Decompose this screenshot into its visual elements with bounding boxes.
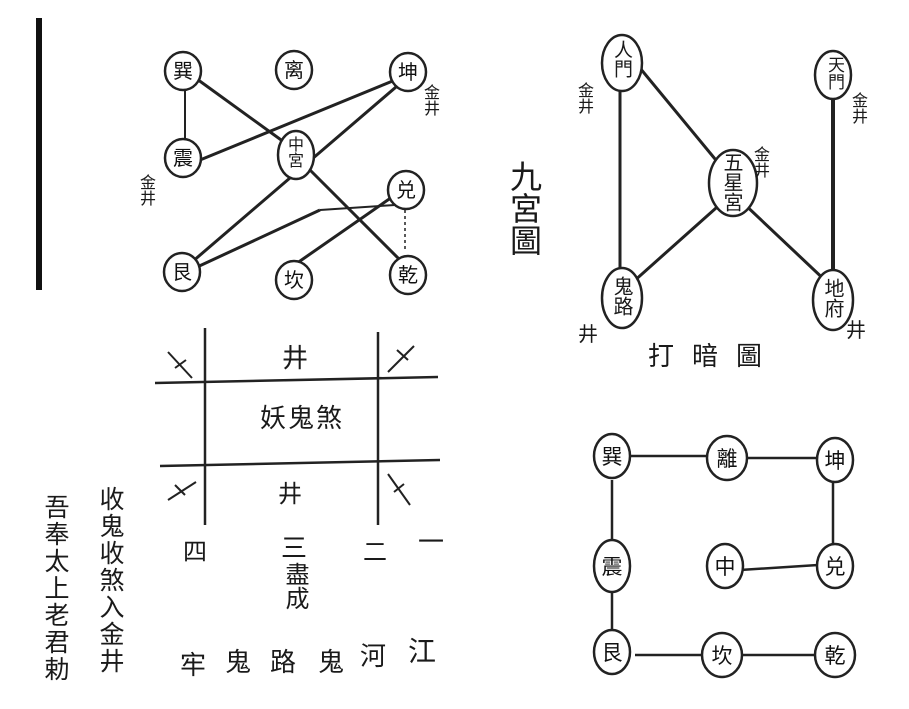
sword-mark-br <box>387 473 411 506</box>
node-qian <box>388 254 428 296</box>
lp-label-kun: 坤 <box>825 449 846 473</box>
grid-bottom-mark: 井 <box>278 480 302 508</box>
nine-palace-title: 九宮圖 <box>505 160 543 256</box>
grid-h-bottom <box>159 458 441 468</box>
node-gen <box>162 251 202 293</box>
label-tianmen: 天門 <box>824 56 844 90</box>
lp-label-dui: 兑 <box>825 555 846 579</box>
node-wuxinggong <box>707 148 759 218</box>
sword-mark-tl-guard <box>174 359 187 369</box>
lp-node-dui <box>815 542 855 590</box>
label-difu: 地府 <box>821 278 845 318</box>
line-wuxing-difu <box>738 198 832 287</box>
lp-node-xun <box>592 432 632 480</box>
node-zhong <box>276 129 316 181</box>
lp-label-qian: 乾 <box>825 644 846 668</box>
bottom-gui2: 鬼 <box>225 648 252 678</box>
node-kan <box>274 259 314 301</box>
numeral-two: 二 <box>363 538 387 566</box>
grid-top-mark: 井 <box>282 344 309 374</box>
line-xun-center <box>189 72 296 152</box>
label-dui: 兑 <box>396 178 416 202</box>
label-wuxinggong: 五星宮 <box>720 152 744 212</box>
label-xun: 巽 <box>173 59 193 83</box>
grid-center-text: 妖鬼煞 <box>260 404 345 434</box>
incantation-line1: 收鬼收煞入金井 <box>96 486 125 675</box>
lp-node-kan <box>700 631 744 679</box>
lp-node-zhong <box>705 542 745 590</box>
bottom-jiang: 江 <box>408 635 437 668</box>
bottom-he: 河 <box>360 642 387 672</box>
mark-tianmen-jinjing: 金井 <box>849 92 868 124</box>
label-gen: 艮 <box>172 260 192 284</box>
line-guilu-wuxing <box>632 198 726 284</box>
sword-mark-br-guard <box>393 483 405 493</box>
hidden-strike-title: 打暗圖 <box>648 342 781 372</box>
numeral-three: 三 <box>281 534 308 564</box>
lp-label-kan: 坎 <box>712 644 733 668</box>
bottom-lu: 路 <box>270 648 297 678</box>
lp-node-qian <box>813 631 857 679</box>
label-qian: 乾 <box>398 263 418 287</box>
bottom-gui: 鬼 <box>318 648 345 678</box>
mark-difu-jing: 井 <box>846 318 866 342</box>
sword-mark-bl-guard <box>174 484 186 496</box>
lp-node-gen <box>592 628 632 676</box>
mark-wuxing-jinjing: 金井 <box>751 146 770 178</box>
node-li <box>274 49 314 91</box>
label-renmen: 人門 <box>611 40 633 78</box>
lp-node-li <box>705 434 749 482</box>
numeral-one: 一 <box>418 528 445 558</box>
node-zhen <box>163 137 203 179</box>
lp-label-xun: 巽 <box>602 445 623 469</box>
numeral-four: 四 <box>183 538 207 566</box>
lp-label-zhong: 中 <box>715 555 736 579</box>
line-gen-center <box>194 208 321 270</box>
line-center-qian <box>298 158 412 272</box>
sword-mark-tr-guard <box>396 349 409 361</box>
sword-mark-tr <box>387 345 415 373</box>
node-dui <box>386 169 426 211</box>
node-kun <box>388 51 428 93</box>
label-zhen: 震 <box>173 146 193 170</box>
nine-palace-labels: 巽 离 坤 震 兑 艮 坎 乾 <box>172 58 418 292</box>
mark-guilu-jing: 井 <box>578 322 598 346</box>
node-xun <box>163 50 203 92</box>
lp-label-zhen: 震 <box>602 555 623 579</box>
bottom-lao: 牢 <box>180 651 207 681</box>
label-li: 离 <box>284 58 304 82</box>
lp-line-zhong-dui <box>739 563 819 572</box>
line-mid-dui <box>319 204 396 211</box>
incantation-line2: 吾奉太上老君勅 <box>41 494 70 683</box>
lp-node-zhen <box>592 538 632 594</box>
node-renmen <box>600 33 644 93</box>
mark-renmen-jinjing: 金井 <box>575 82 594 114</box>
lp-node-kun <box>815 436 855 484</box>
lp-label-gen: 艮 <box>602 641 623 665</box>
mark-kun-jinjing: 金井 <box>421 84 440 116</box>
label-guilu: 鬼路 <box>610 276 634 316</box>
grid-h-top <box>154 375 439 385</box>
mark-zhen-jinjing: 金井 <box>137 174 156 206</box>
san-jin-cheng: 盡成 <box>281 562 309 610</box>
nine-palace-nodes <box>162 49 428 301</box>
node-guilu <box>600 266 644 330</box>
label-zhong: 中宮 <box>285 136 304 168</box>
label-kun: 坤 <box>398 60 418 84</box>
lp-label-li: 離 <box>717 447 738 471</box>
line-renmen-wuxing <box>633 61 722 166</box>
corner-sword-marks <box>167 345 415 506</box>
margin-bar <box>36 18 42 290</box>
node-difu <box>811 268 855 332</box>
line-zhen-kun <box>199 76 401 162</box>
node-tianmen <box>813 49 853 101</box>
label-kan: 坎 <box>284 268 304 292</box>
